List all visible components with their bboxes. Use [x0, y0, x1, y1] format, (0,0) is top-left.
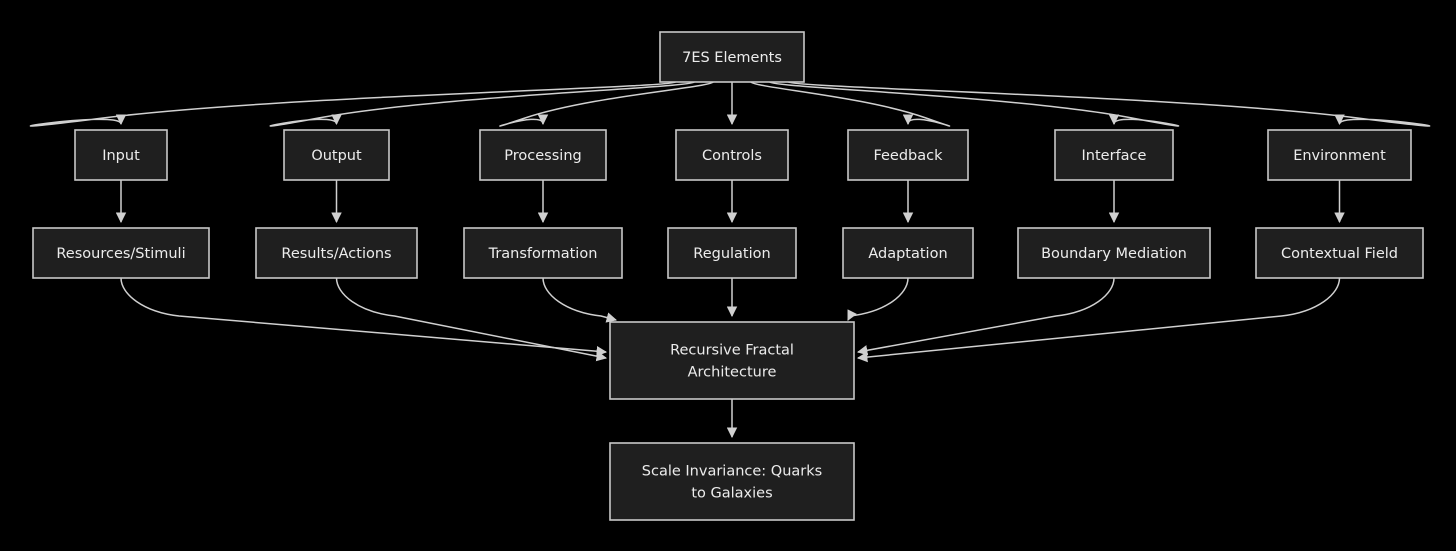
node-boundary-mediation[interactable]: Boundary Mediation	[1017, 227, 1211, 279]
node-controls-label: Controls	[702, 148, 762, 164]
node-resources-stimuli-box	[32, 227, 210, 279]
node-interface-label: Interface	[1082, 148, 1147, 164]
edge-transformation-to-core	[542, 277, 618, 323]
node-contextual-field-box	[1255, 227, 1424, 279]
edge-adaptation-to-core	[847, 277, 909, 321]
edge-contextual-field-to-core	[856, 277, 1341, 363]
node-adaptation-box	[842, 227, 974, 279]
node-input[interactable]: Input	[74, 129, 168, 181]
node-scale-invariance-label-line1: Scale Invariance: Quarks	[642, 464, 822, 480]
node-scale-invariance[interactable]: Scale Invariance: Quarks to Galaxies	[609, 442, 855, 521]
node-adaptation[interactable]: Adaptation	[842, 227, 974, 279]
node-boundary-mediation-box	[1017, 227, 1211, 279]
node-results-actions[interactable]: Results/Actions	[255, 227, 418, 279]
edges-layer	[29, 81, 1431, 439]
node-transformation-label: Transformation	[488, 246, 598, 262]
edge-root-to-input	[29, 81, 676, 127]
node-root-7es-elements[interactable]: 7ES Elements	[659, 31, 805, 83]
node-adaptation-label: Adaptation	[868, 246, 947, 262]
node-boundary-mediation-label: Boundary Mediation	[1041, 246, 1187, 262]
node-transformation-box	[463, 227, 623, 279]
node-environment-label: Environment	[1293, 148, 1386, 164]
node-regulation-box	[667, 227, 797, 279]
node-results-actions-box	[255, 227, 418, 279]
node-contextual-field[interactable]: Contextual Field	[1255, 227, 1424, 279]
edge-root-to-interface	[769, 81, 1180, 127]
node-environment[interactable]: Environment	[1267, 129, 1412, 181]
node-regulation-label: Regulation	[693, 246, 770, 262]
edge-resources-stimuli-to-core	[120, 277, 608, 357]
node-processing-box	[479, 129, 607, 181]
node-processing-label: Processing	[504, 148, 581, 164]
node-controls[interactable]: Controls	[675, 129, 789, 181]
node-processing[interactable]: Processing	[479, 129, 607, 181]
node-input-box	[74, 129, 168, 181]
node-output-label: Output	[311, 148, 362, 164]
edge-root-to-environment	[788, 81, 1431, 127]
node-recursive-fractal-architecture-label-line2: Architecture	[688, 365, 777, 381]
node-output-box	[283, 129, 390, 181]
node-interface-box	[1054, 129, 1174, 181]
node-results-actions-label: Results/Actions	[281, 246, 391, 262]
node-output[interactable]: Output	[283, 129, 390, 181]
node-feedback[interactable]: Feedback	[847, 129, 969, 181]
node-input-label: Input	[102, 148, 140, 164]
node-root-7es-elements-label: 7ES Elements	[682, 50, 782, 66]
node-recursive-fractal-architecture-box	[609, 321, 855, 400]
edge-root-to-processing	[499, 81, 714, 127]
edge-results-actions-to-core	[335, 277, 608, 362]
node-scale-invariance-label-line2: to Galaxies	[691, 486, 772, 502]
edge-root-to-feedback	[750, 81, 951, 127]
node-controls-box	[675, 129, 789, 181]
node-contextual-field-label: Contextual Field	[1281, 246, 1398, 262]
node-feedback-label: Feedback	[873, 148, 943, 164]
node-feedback-box	[847, 129, 969, 181]
node-resources-stimuli-label: Resources/Stimuli	[56, 246, 185, 262]
node-interface[interactable]: Interface	[1054, 129, 1174, 181]
node-environment-box	[1267, 129, 1412, 181]
edge-root-to-output	[269, 81, 695, 127]
edge-boundary-mediation-to-core	[856, 277, 1115, 356]
node-regulation[interactable]: Regulation	[667, 227, 797, 279]
node-scale-invariance-box	[609, 442, 855, 521]
node-resources-stimuli[interactable]: Resources/Stimuli	[32, 227, 210, 279]
node-root-7es-elements-box	[659, 31, 805, 83]
node-recursive-fractal-architecture-label-line1: Recursive Fractal	[670, 343, 794, 359]
node-transformation[interactable]: Transformation	[463, 227, 623, 279]
